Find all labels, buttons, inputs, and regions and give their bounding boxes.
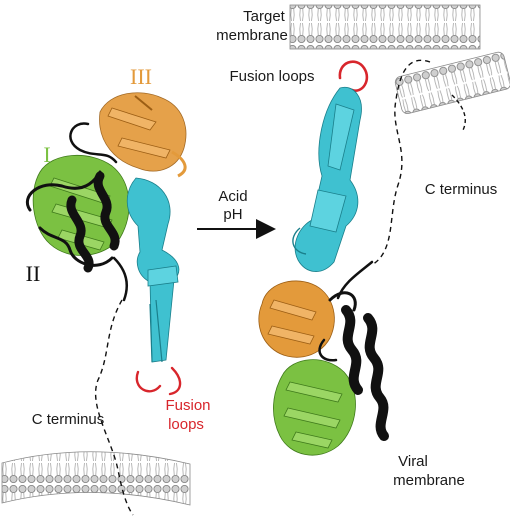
domain-II-postfusion — [318, 260, 389, 441]
acid-ph-label-line2: pH — [223, 206, 242, 223]
viral-membrane-label-line2: membrane — [393, 472, 465, 489]
c-terminus-left-label: C terminus — [32, 411, 105, 428]
target-membrane-curved — [394, 51, 510, 114]
fusion-loops-bottom-label-line1: Fusion — [165, 397, 210, 414]
viral-membrane-left — [1, 451, 191, 506]
c-terminus-right-label: C terminus — [425, 181, 498, 198]
c-terminus-tether-left — [94, 299, 134, 516]
postfusion-structure — [258, 60, 389, 456]
target-membrane-label-line1: Target — [243, 8, 286, 25]
domain-III-postfusion — [258, 280, 335, 358]
fusion-loops-prefusion — [135, 366, 182, 396]
fusion-loops-bottom-label-line2: loops — [168, 416, 204, 433]
domain-II-label: II — [26, 261, 41, 286]
prefusion-structure — [25, 92, 187, 396]
domain-III-prefusion — [99, 92, 187, 178]
domain-I-label: I — [43, 142, 50, 167]
fusion-loops-postfusion — [338, 60, 369, 92]
fusion-loops-top-label: Fusion loops — [229, 68, 314, 85]
stem-postfusion — [292, 86, 362, 272]
target-membrane-label-line2: membrane — [216, 27, 288, 44]
target-membrane-top — [289, 4, 481, 50]
stem-prefusion — [126, 177, 180, 363]
domain-III-label: III — [130, 64, 152, 89]
c-terminus-tail-right — [451, 94, 466, 133]
domain-I-postfusion — [273, 359, 356, 456]
domain-II-prefusion — [25, 122, 128, 302]
viral-membrane-label-line1: Viral — [398, 453, 428, 470]
c-terminus-tether-right — [371, 59, 431, 266]
acid-ph-label-line1: Acid — [218, 188, 247, 205]
